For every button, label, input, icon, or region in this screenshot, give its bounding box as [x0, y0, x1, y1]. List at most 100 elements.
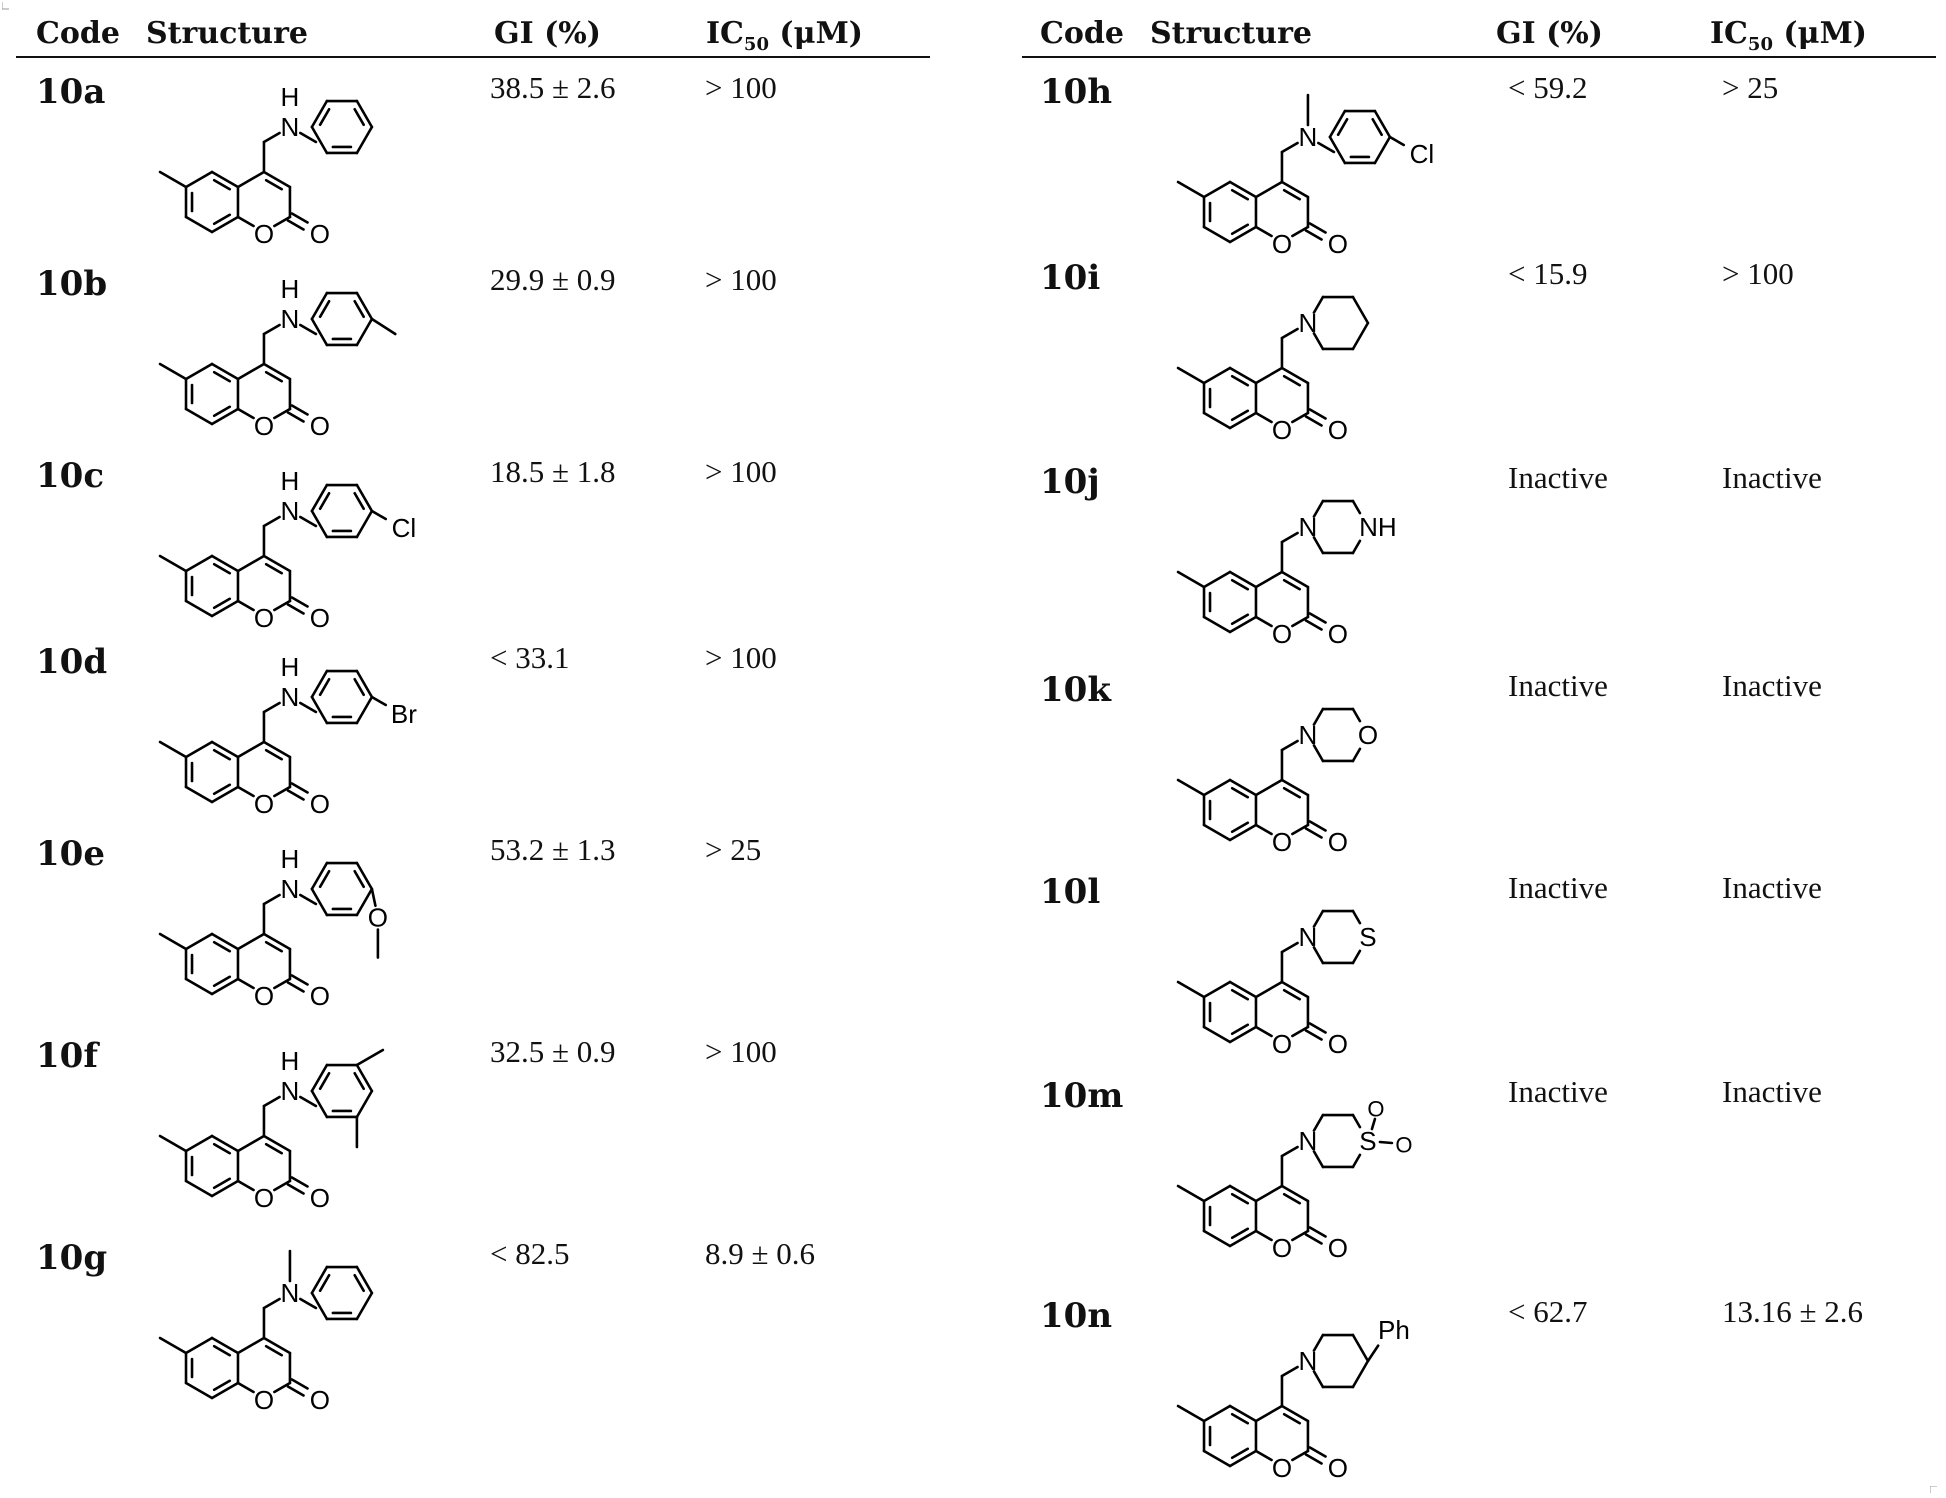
double-bond: [1230, 786, 1250, 799]
bond: [310, 1089, 329, 1119]
bond: [273, 785, 292, 798]
ic50-value: Inactive: [1722, 668, 1822, 703]
carbonyl-bond: [286, 789, 305, 801]
double-bond: [212, 1344, 232, 1357]
bond: [236, 1336, 266, 1355]
heteroatom-label: NH: [1359, 512, 1397, 542]
ic50-value: Inactive: [1722, 1074, 1822, 1109]
double-bond: [1230, 613, 1250, 626]
bond: [299, 1095, 318, 1108]
header-gi: GI (%): [1496, 16, 1603, 51]
bond: [1351, 1113, 1362, 1129]
double-bond: [264, 178, 284, 191]
double-bond: [1282, 1192, 1302, 1205]
double-bond: [1230, 1412, 1250, 1425]
methoxy-oxygen-label: O: [368, 903, 388, 933]
ic50-value: > 100: [705, 70, 777, 105]
carbonyl-oxygen-label: O: [1328, 229, 1348, 259]
bond: [1312, 536, 1325, 555]
bond: [370, 695, 388, 707]
bond: [210, 407, 240, 426]
bond: [262, 362, 292, 381]
double-bond: [1336, 117, 1349, 137]
bond: [1254, 778, 1284, 797]
ic50-value: Inactive: [1722, 870, 1822, 905]
carbonyl-bond: [290, 782, 309, 794]
bond: [1351, 321, 1370, 351]
ring-oxygen-label: O: [1272, 229, 1292, 259]
carbonyl-bond: [1304, 619, 1323, 631]
carbonyl-oxygen-label: O: [1328, 619, 1348, 649]
header-code: Code: [36, 16, 120, 51]
ic50-value: > 100: [1722, 256, 1794, 291]
header-ic50: IC50 (μM): [1710, 16, 1867, 55]
nitrogen-label: N: [1299, 1126, 1318, 1156]
bond: [1328, 135, 1347, 165]
bond: [210, 1134, 240, 1153]
carbonyl-bond: [1304, 1233, 1323, 1245]
bond: [273, 599, 292, 612]
carbonyl-bond: [286, 1385, 305, 1397]
bond: [158, 1336, 188, 1355]
gi-value: 38.5 ± 2.6: [490, 70, 616, 105]
carbonyl-bond: [290, 212, 309, 224]
bond: [1280, 739, 1299, 752]
carbonyl-bond: [1304, 1029, 1323, 1041]
double-bond: [353, 299, 366, 319]
carbonyl-oxygen-label: O: [1328, 415, 1348, 445]
bond: [310, 695, 329, 725]
bond: [1351, 1359, 1370, 1389]
bond: [355, 1291, 374, 1321]
bond: [355, 1063, 374, 1093]
double-bond: [1282, 786, 1302, 799]
ic50-value: > 100: [705, 262, 777, 297]
bond: [1254, 1184, 1284, 1203]
bond: [1366, 1344, 1380, 1363]
bond: [1254, 225, 1273, 238]
bond: [236, 1179, 255, 1192]
header-structure: Structure: [1150, 16, 1312, 51]
double-bond: [353, 1273, 366, 1293]
bond: [158, 170, 188, 189]
bond: [262, 1134, 292, 1153]
carbonyl-bond: [286, 219, 305, 231]
bond: [1312, 499, 1325, 518]
bond: [1228, 570, 1258, 589]
bond: [236, 1381, 255, 1394]
carbonyl-oxygen-label: O: [310, 219, 330, 249]
carbonyl-bond: [1308, 222, 1327, 234]
bond: [370, 509, 388, 521]
gi-value: 29.9 ± 0.9: [490, 262, 616, 297]
gi-value: < 33.1: [490, 640, 570, 675]
bond: [184, 1134, 214, 1153]
bond: [310, 861, 329, 891]
bond: [355, 317, 374, 347]
bond: [1228, 366, 1258, 385]
bond: [310, 509, 329, 539]
bond: [1202, 823, 1232, 842]
carbonyl-oxygen-label: O: [1328, 1453, 1348, 1483]
nitrogen-label: N: [1299, 922, 1318, 952]
bond: [370, 317, 397, 336]
bond: [1254, 823, 1273, 836]
bond: [236, 977, 255, 990]
nitrogen-label: N: [1299, 308, 1318, 338]
gi-value: < 82.5: [490, 1236, 570, 1271]
bond: [1291, 411, 1310, 424]
bond: [210, 785, 240, 804]
carbonyl-oxygen-label: O: [310, 603, 330, 633]
bond: [236, 1134, 266, 1153]
double-bond: [212, 975, 232, 988]
bond: [1202, 1449, 1232, 1468]
ring-oxygen-label: O: [254, 411, 274, 441]
bond: [262, 701, 281, 714]
bond: [273, 977, 292, 990]
bond: [236, 407, 255, 420]
ic50-value: > 100: [705, 640, 777, 675]
bond: [1228, 1449, 1258, 1468]
carbonyl-bond: [290, 1378, 309, 1390]
double-bond: [1371, 117, 1384, 137]
bond: [158, 554, 188, 573]
